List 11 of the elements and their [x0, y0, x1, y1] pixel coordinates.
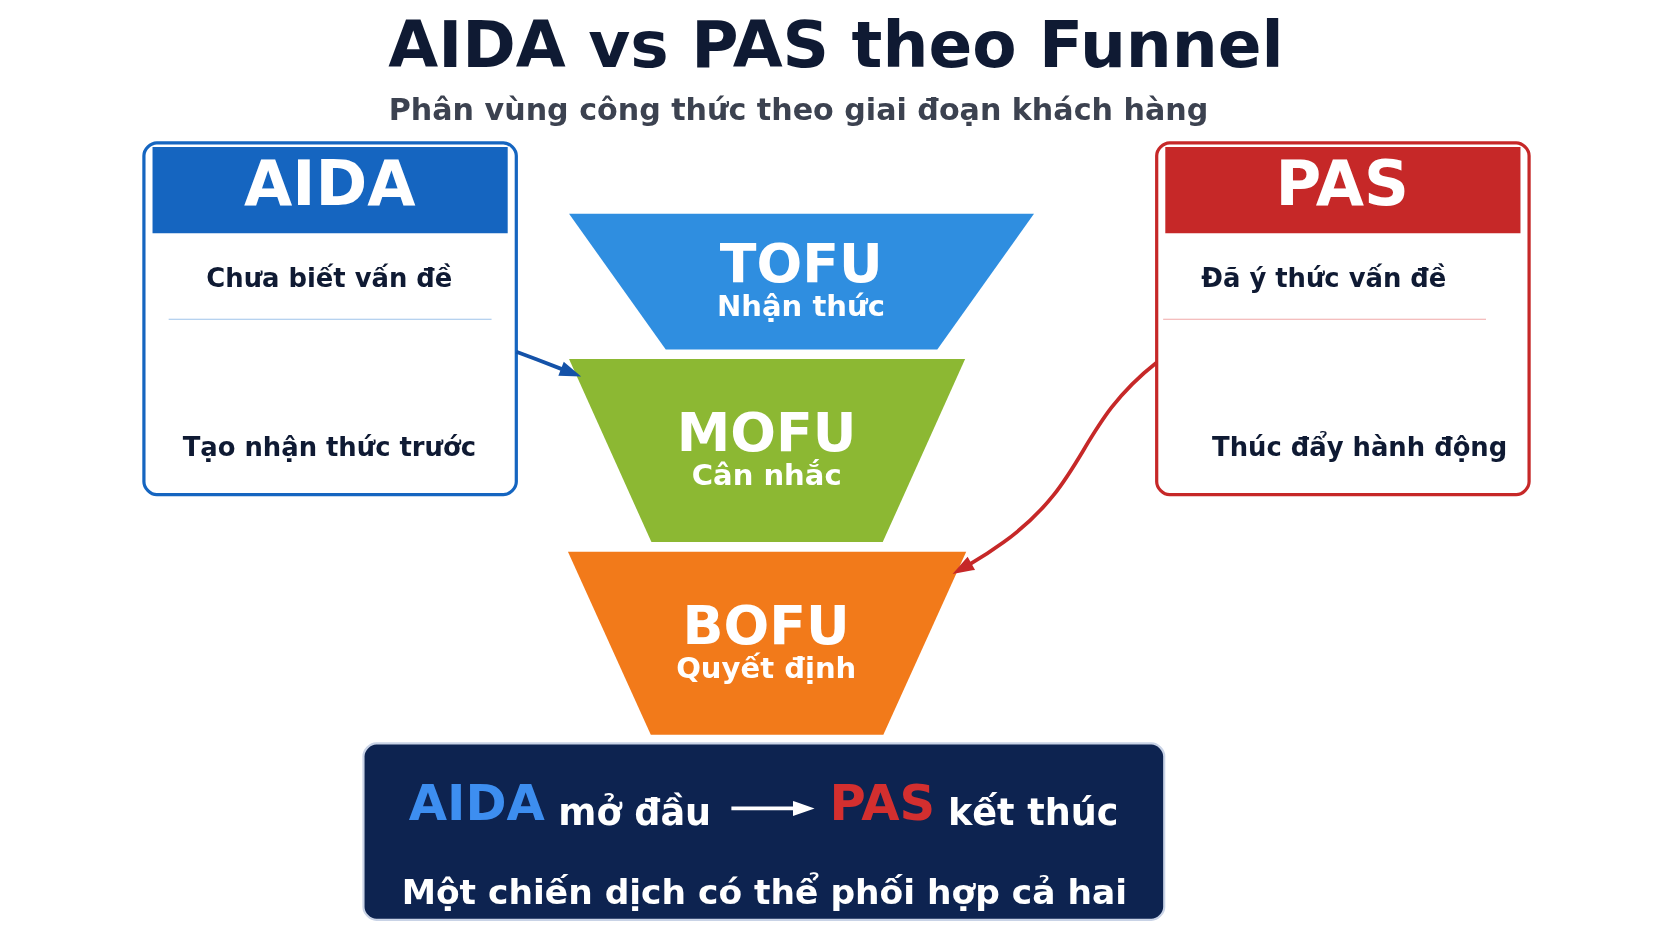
node-text: Tạo nhận thức trước [182, 432, 476, 463]
diagram-title: AIDA vs PAS theo Funnel [387, 7, 1284, 83]
arrow [952, 361, 1158, 574]
arrow [730, 800, 815, 816]
node-text: Thúc đẩy hành động [1211, 432, 1507, 463]
node-text: Đã ý thức vấn đề [1200, 263, 1446, 294]
arrow [515, 349, 581, 377]
node-text: PAS kết thúc [829, 774, 1118, 834]
node-text: Chưa biết vấn đề [205, 263, 452, 294]
label: Phân vùng công thức theo giai đoạn khách hàng [388, 91, 1208, 127]
node-text: AIDA mở đầu [408, 774, 711, 834]
